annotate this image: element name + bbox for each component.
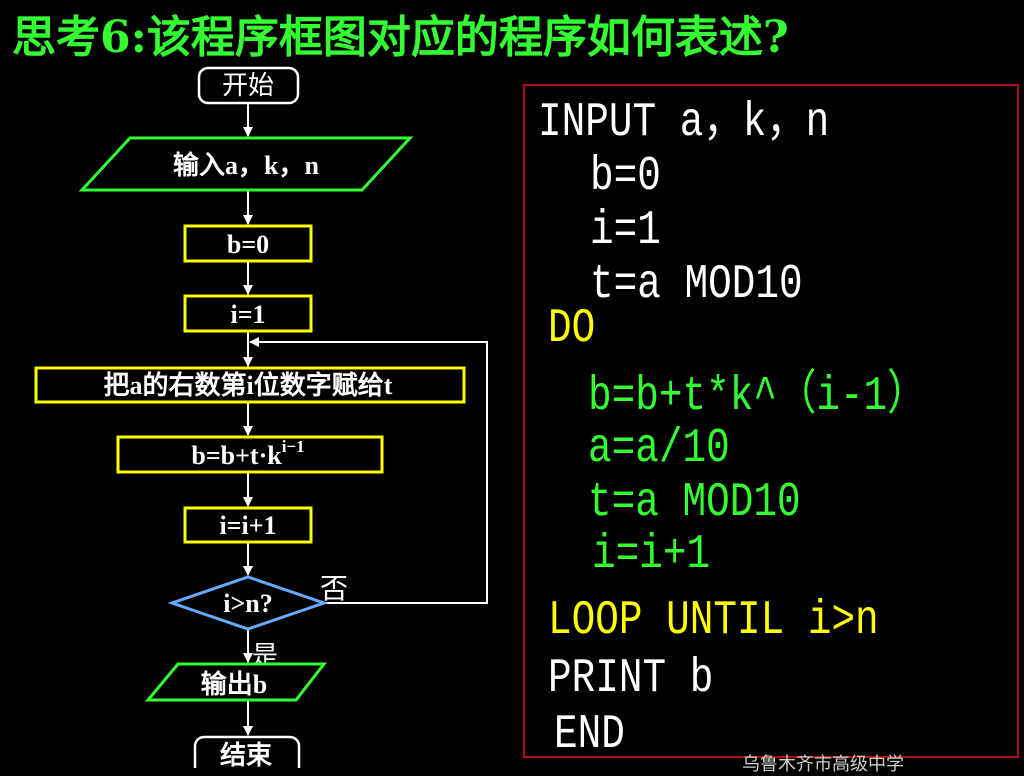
school-footer: 乌鲁木齐市高级中学 bbox=[742, 754, 904, 775]
update-b-node bbox=[116, 435, 384, 474]
code-line-loop-until: LOOP UNTIL i>n bbox=[548, 594, 879, 648]
end-terminal bbox=[193, 735, 301, 768]
increment-node bbox=[183, 506, 313, 544]
no-branch-label: 否 bbox=[320, 572, 348, 605]
page-title: 思考6:该程序框图对应的程序如何表述? bbox=[12, 12, 789, 63]
loop-back-arrow bbox=[249, 337, 488, 604]
start-label: 开始 bbox=[222, 71, 274, 100]
decision-node bbox=[167, 575, 329, 631]
code-line-end: END bbox=[554, 708, 625, 762]
init-i-label: i=1 bbox=[230, 300, 265, 329]
decision-label: i>n? bbox=[223, 589, 273, 618]
init-b-node bbox=[183, 224, 313, 263]
code-panel bbox=[523, 84, 1019, 758]
update-b-base: b=b+t·k bbox=[191, 441, 282, 470]
code-line-increment: i=i+1 bbox=[592, 528, 711, 582]
code-line-do: DO bbox=[548, 302, 596, 356]
digit-label: 把a的右数第i位数字赋给t bbox=[104, 370, 393, 400]
code-line-init-i: i=1 bbox=[590, 204, 661, 258]
input-label: 输入a，k，n bbox=[173, 150, 319, 180]
code-line-init-t: t=a MOD10 bbox=[590, 258, 803, 312]
flowchart: 开始 输入a，k，n b=0 i=1 把a的右数第i位数字赋给t b=b+t·k… bbox=[34, 66, 488, 768]
init-i-node bbox=[183, 294, 313, 333]
code-line-init-b: b=0 bbox=[590, 150, 661, 204]
init-b-label: b=0 bbox=[227, 230, 269, 259]
code-line-print: PRINT b bbox=[548, 652, 714, 706]
code-line-update-b: b=b+t*k^（i-1） bbox=[588, 370, 927, 424]
update-b-label: b=b+t·ki−1 bbox=[191, 437, 304, 470]
code-line-divide-a: a=a/10 bbox=[588, 422, 730, 476]
output-node bbox=[144, 662, 328, 702]
input-node bbox=[78, 136, 414, 192]
increment-label: i=i+1 bbox=[219, 511, 276, 540]
digit-node bbox=[34, 366, 466, 404]
code-line-update-t: t=a MOD10 bbox=[588, 476, 801, 530]
start-terminal bbox=[197, 66, 300, 105]
update-b-exponent: i−1 bbox=[282, 437, 305, 456]
end-label: 结束 bbox=[220, 740, 273, 768]
code-line-input: INPUT a，k，n bbox=[538, 96, 830, 150]
output-label: 输出b bbox=[201, 669, 267, 699]
